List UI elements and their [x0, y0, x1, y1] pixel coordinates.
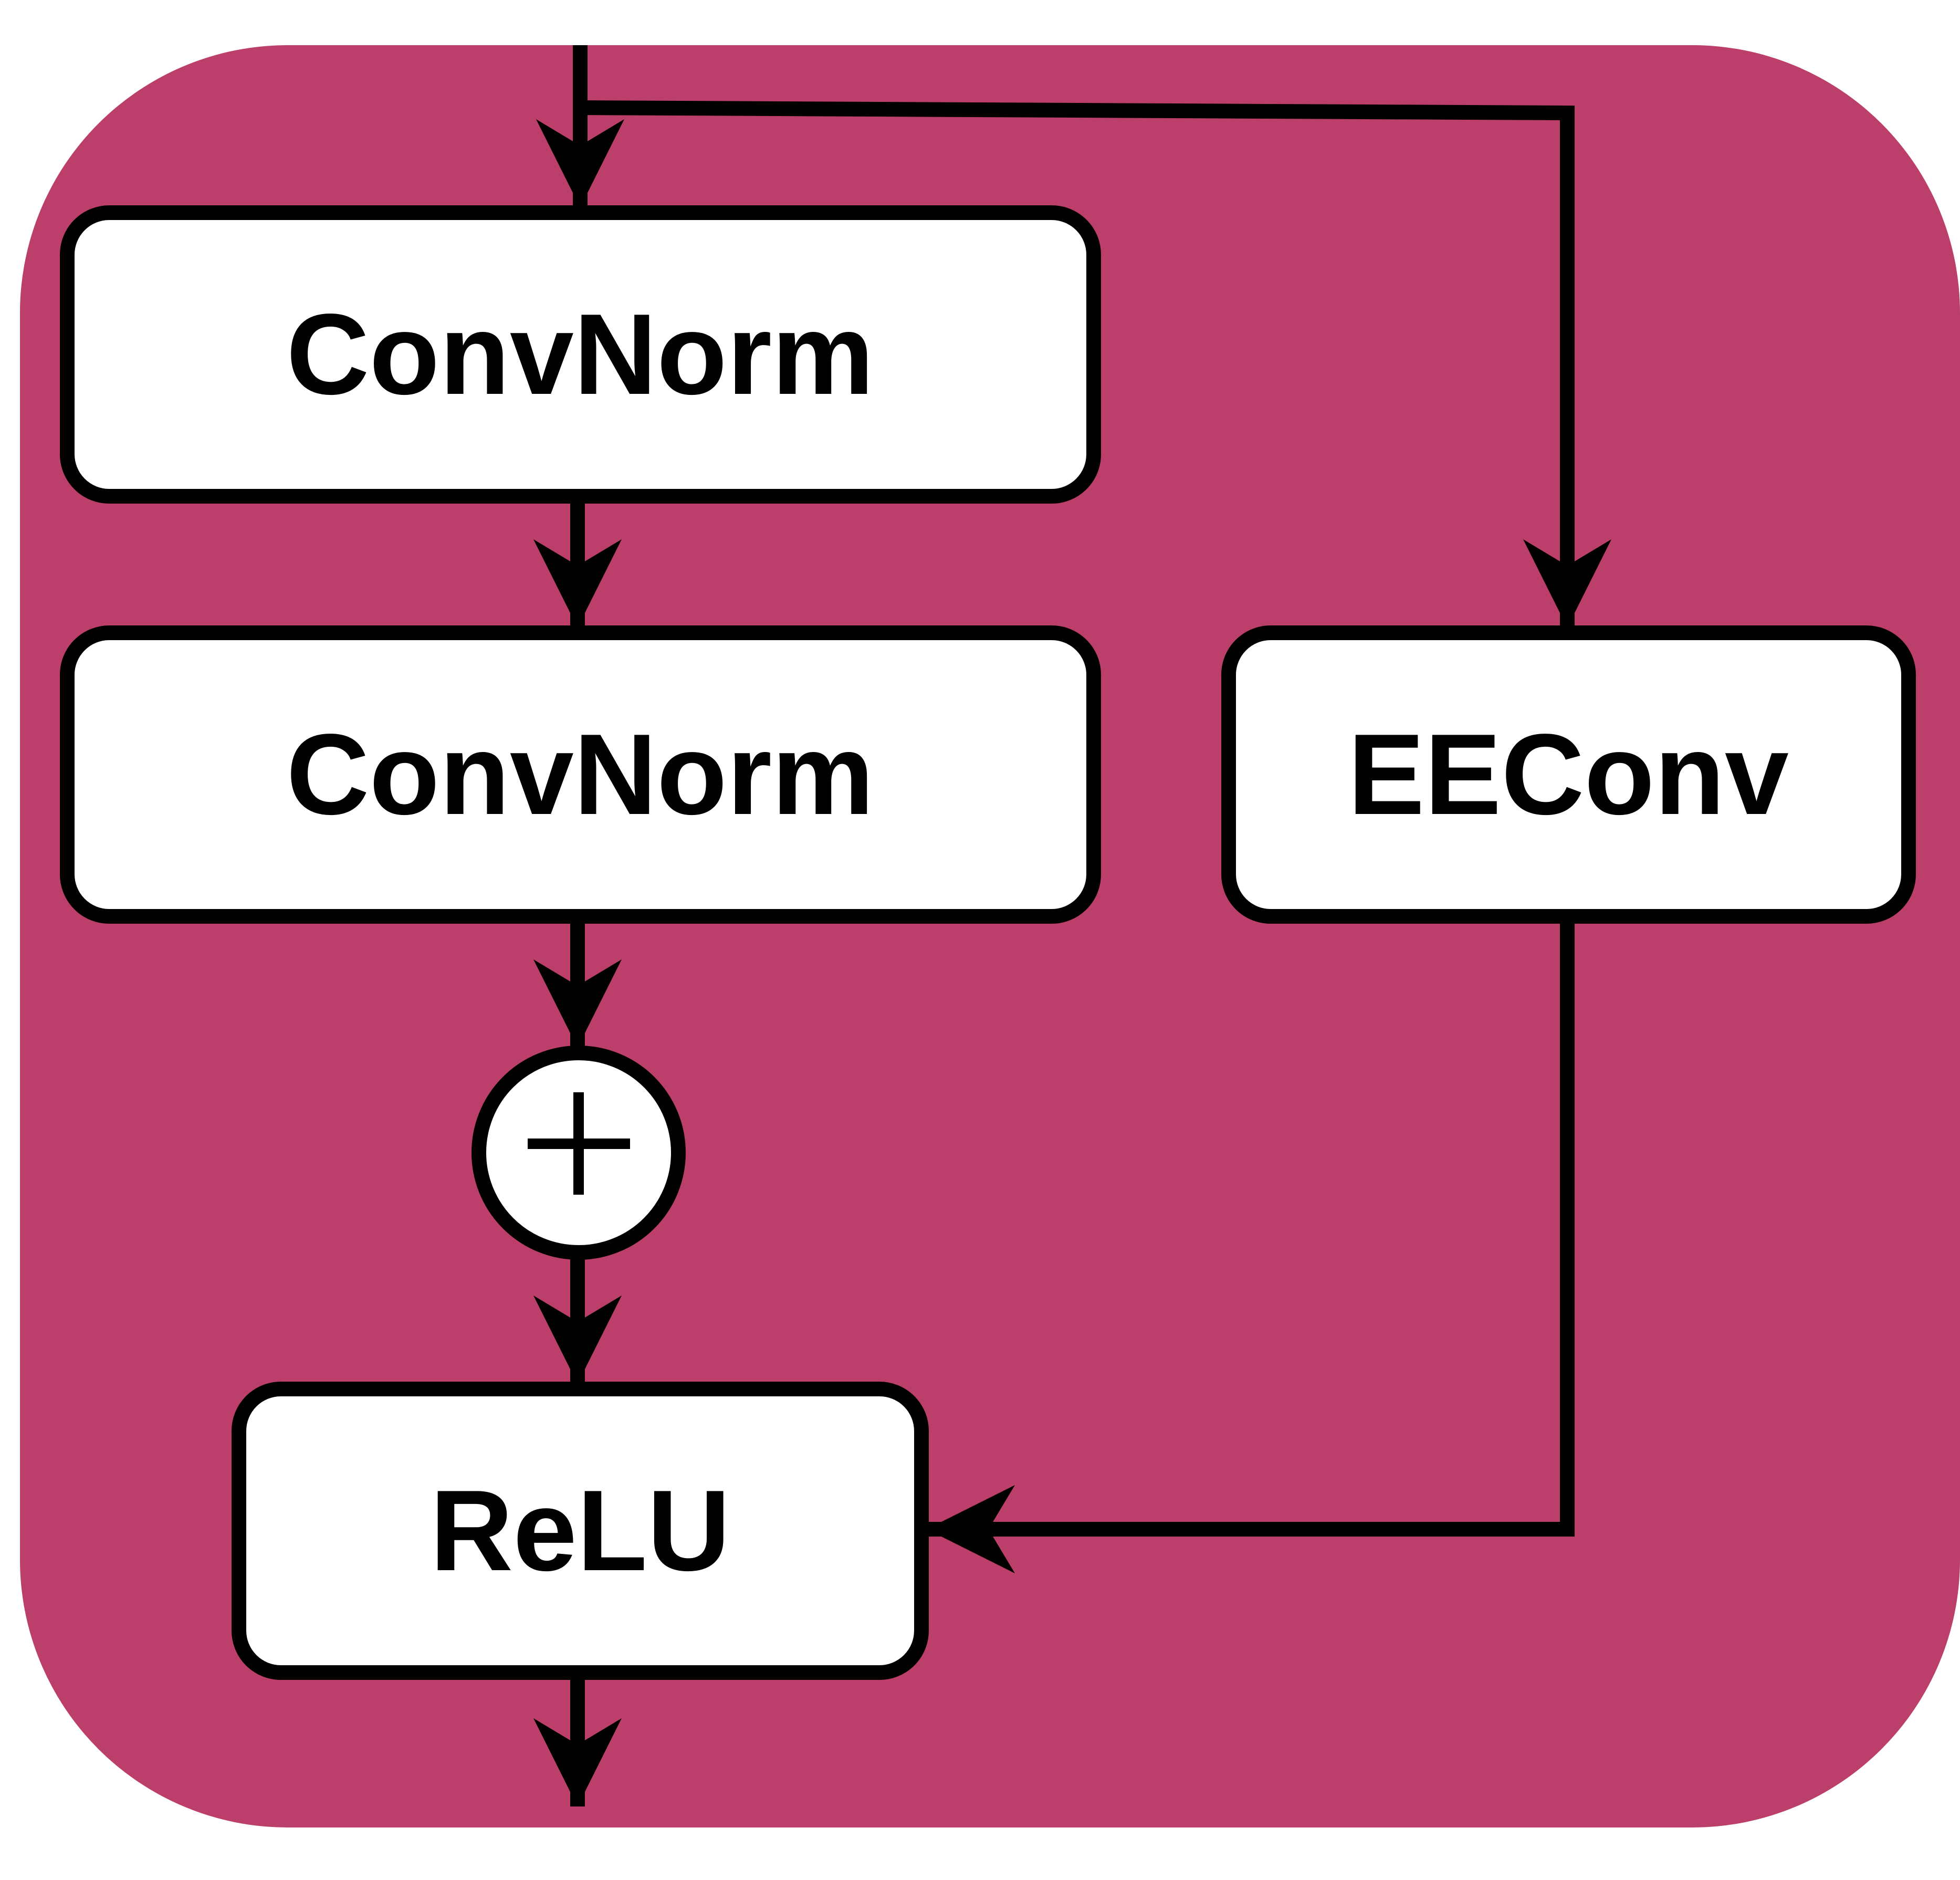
relu-label: ReLU [430, 1467, 730, 1595]
edge-eeconv-to-relu [927, 916, 1575, 1573]
edge-input-to-eeconv [580, 100, 1611, 628]
plus-icon [528, 1092, 630, 1195]
convnorm-top-label: ConvNorm [286, 290, 874, 419]
node-add [471, 1046, 686, 1260]
node-convnorm-top: ConvNorm [60, 205, 1101, 504]
node-convnorm-bottom: ConvNorm [60, 625, 1101, 924]
edges [533, 45, 1611, 1806]
node-relu: ReLU [232, 1382, 929, 1680]
node-eeconv: EEConv [1221, 625, 1916, 924]
eeconv-label: EEConv [1348, 711, 1789, 839]
convnorm-bottom-label: ConvNorm [286, 711, 874, 839]
